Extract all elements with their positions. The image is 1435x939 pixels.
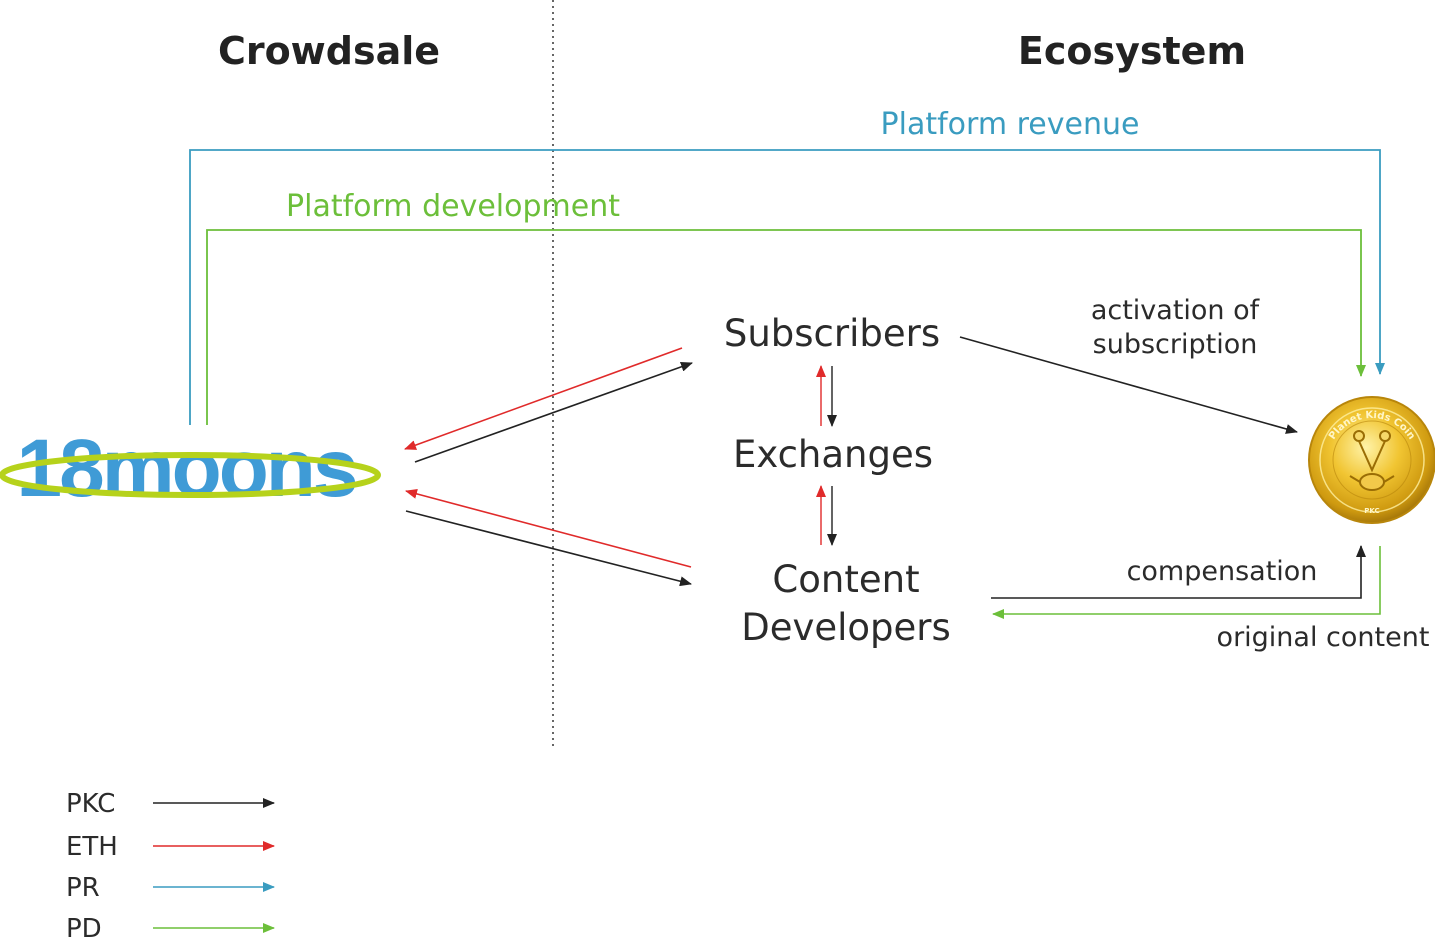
coin-mascot: [1349, 430, 1395, 491]
legend-label-pd: PD: [66, 914, 102, 939]
content-developers-node-line2: Developers: [741, 606, 951, 649]
logo-wordmark: 18moons: [17, 423, 356, 514]
planet-kids-coin-icon: Planet Kids Coin PKC: [1308, 396, 1435, 524]
legend-label-pkc: PKC: [66, 789, 115, 819]
logo-ring: [0, 452, 381, 498]
platform-development-arrow: [206, 229, 1366, 425]
original-content-label: original content: [1217, 622, 1430, 653]
activation-arrow: [959, 336, 1298, 434]
activation-label-line2: subscription: [1093, 329, 1258, 360]
legend-label-eth: ETH: [66, 832, 118, 862]
eth-subscribers-to-crowdsale-arrow: [404, 347, 683, 450]
coin-bottom-text: PKC: [1364, 507, 1379, 515]
eth-developers-to-crowdsale-arrow: [405, 489, 692, 568]
subscribers-node: Subscribers: [724, 312, 940, 355]
platform-revenue-label: Platform revenue: [881, 107, 1140, 142]
content-developers-node-line1: Content: [772, 558, 919, 601]
activation-label-line1: activation of: [1091, 295, 1261, 326]
compensation-label: compensation: [1127, 556, 1318, 587]
exchanges-node: Exchanges: [733, 433, 933, 476]
pkc-crowdsale-to-developers-arrow: [405, 510, 692, 587]
18moons-logo: 18moons: [0, 423, 381, 514]
platform-revenue-arrow: [189, 149, 1385, 425]
pkc-crowdsale-to-subscribers-arrow: [414, 361, 693, 463]
original-content-arrow: [992, 546, 1381, 619]
platform-development-label: Platform development: [286, 189, 620, 224]
legend-label-pr: PR: [66, 873, 100, 903]
legend: PKC ETH PR PD: [66, 789, 275, 939]
compensation-arrow: [991, 545, 1366, 599]
crowdsale-heading: Crowdsale: [218, 29, 440, 73]
ecosystem-heading: Ecosystem: [1018, 29, 1246, 73]
